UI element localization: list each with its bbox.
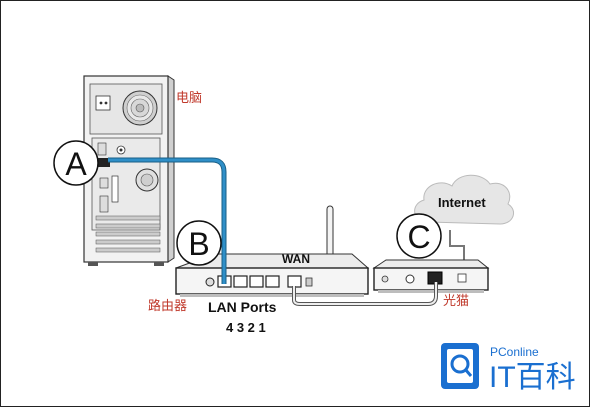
lan-cable — [108, 157, 227, 284]
internet-cloud-icon — [414, 174, 515, 225]
router-icon — [175, 205, 370, 297]
wan-cable — [292, 282, 438, 306]
marker-b-letter: B — [188, 226, 209, 262]
marker-c: C — [396, 213, 442, 259]
pconline-logo-icon — [441, 343, 479, 389]
modem-icon — [372, 259, 490, 293]
computer-tower-icon — [83, 75, 175, 266]
watermark-brand: PConline — [490, 345, 539, 359]
marker-a: A — [53, 140, 99, 186]
router-label: 路由器 — [148, 298, 187, 314]
internet-label: Internet — [438, 195, 486, 210]
lan-ports-label: LAN Ports — [208, 299, 277, 315]
port-numbers-label: 4 3 2 1 — [226, 320, 266, 335]
computer-label: 电脑 — [176, 91, 202, 106]
marker-c-letter: C — [407, 219, 430, 255]
marker-b: B — [176, 220, 222, 266]
watermark-title: IT百科 — [489, 361, 576, 394]
wan-label: WAN — [282, 252, 310, 266]
marker-a-letter: A — [65, 146, 87, 182]
internet-cable — [449, 230, 465, 272]
modem-label: 光猫 — [443, 294, 469, 309]
